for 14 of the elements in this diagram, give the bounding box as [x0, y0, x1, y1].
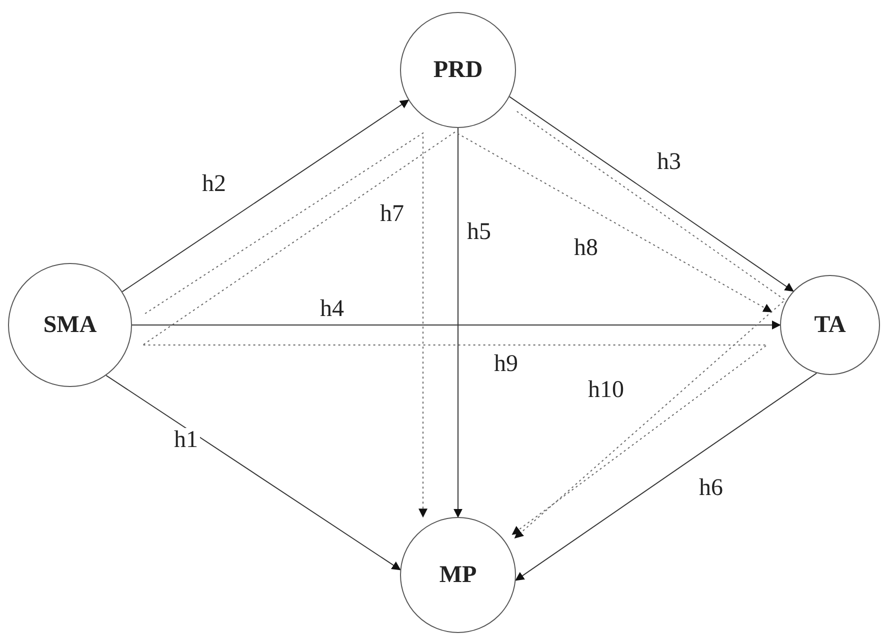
dotted-arrow — [144, 132, 428, 518]
arrow — [106, 374, 401, 570]
node-label: PRD — [433, 58, 483, 82]
node-label: SMA — [43, 313, 97, 337]
dotted-arrow — [143, 131, 772, 345]
arrow — [454, 128, 462, 518]
arrow — [132, 320, 781, 330]
arrow — [509, 96, 794, 292]
dotted-arrow — [514, 110, 786, 538]
arrow — [122, 100, 410, 292]
arrow — [515, 372, 818, 581]
dotted-arrow — [142, 344, 768, 535]
node-label: MP — [439, 563, 477, 587]
node-label: TA — [814, 313, 846, 337]
